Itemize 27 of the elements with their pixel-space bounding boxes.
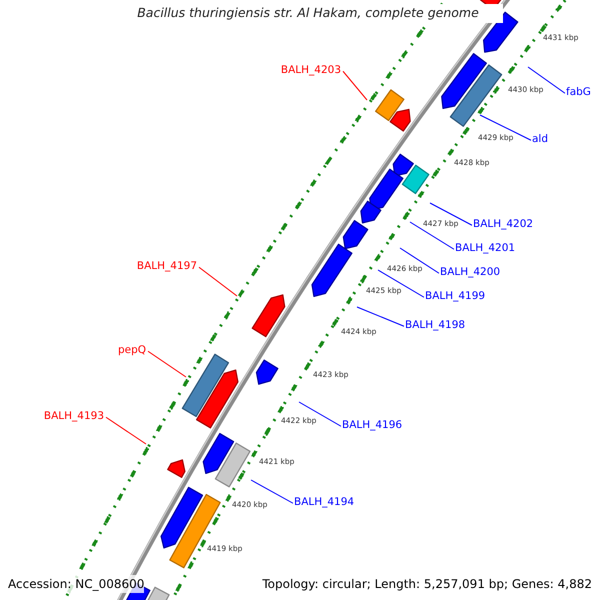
gene-label: BALH_4198 <box>405 320 466 330</box>
leader-line <box>430 202 472 226</box>
gene-label: BALH_4197 <box>136 261 197 272</box>
gene-label: fabG <box>566 87 591 98</box>
leader-line <box>356 306 404 327</box>
leader-line <box>250 480 294 504</box>
gene-label: BALH_4193 <box>44 411 104 422</box>
gene-label: BALH_4202 <box>473 219 534 230</box>
accession-text: Accession: NC_008600 <box>8 575 144 593</box>
gene-label: BALH_4194 <box>294 497 354 508</box>
gene-label: BALH_4201 <box>455 243 516 254</box>
gene-label: BALH_4199 <box>425 291 486 302</box>
leader-line <box>400 248 440 274</box>
leader-line <box>378 270 424 298</box>
leader-line <box>410 222 454 250</box>
leader-line <box>528 66 566 94</box>
leader-line <box>148 350 186 378</box>
gene-label: ald <box>532 134 548 144</box>
gene-label: BALH_4203 <box>280 65 341 76</box>
gene-label: pepQ <box>118 345 146 356</box>
gene-label: BALH_4196 <box>342 420 402 430</box>
leader-line <box>198 266 238 296</box>
leader-line <box>298 402 342 427</box>
leader-line <box>480 114 532 141</box>
leader-line <box>342 70 368 100</box>
leader-line <box>106 416 146 444</box>
gene-label: BALH_4200 <box>440 267 500 278</box>
